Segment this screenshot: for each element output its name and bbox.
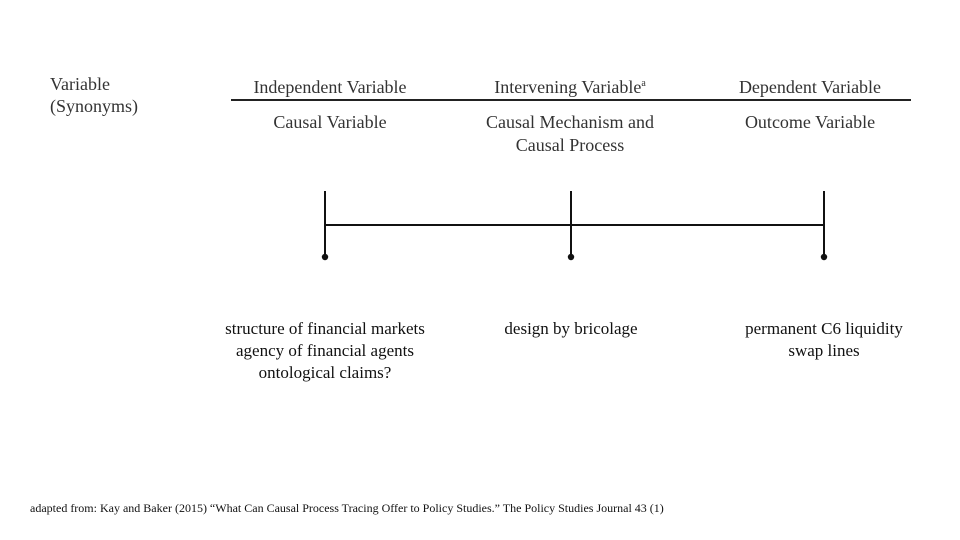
column-intervening-variable: Intervening Variablea Causal Mechanism a…	[460, 73, 680, 157]
example-line: ontological claims?	[258, 363, 392, 382]
row-label-synonyms: (Synonyms)	[50, 96, 139, 116]
intervening-variable-heading: Intervening Variablea	[494, 77, 646, 97]
row-label: Variable (Synonyms)	[50, 73, 138, 117]
independent-variable-synonyms: Causal Variable	[230, 111, 430, 134]
example-line: permanent C6 liquidity	[745, 319, 903, 338]
example-line: agency of financial agents	[236, 341, 414, 360]
column-dependent-variable: Dependent Variable Outcome Variable	[710, 73, 910, 134]
intervening-variable-node	[567, 253, 575, 261]
example-line: structure of financial markets	[225, 319, 425, 338]
column-independent-variable: Independent Variable Causal Variable	[230, 73, 430, 134]
dependent-variable-synonyms: Outcome Variable	[710, 111, 910, 134]
intervening-variable-synonyms: Causal Mechanism and Causal Process	[460, 111, 680, 157]
dependent-variable-heading: Dependent Variable	[738, 77, 882, 97]
synonym-line: Causal Mechanism and	[486, 112, 654, 132]
example-line: design by bricolage	[504, 319, 638, 338]
synonym-line: Causal Process	[515, 135, 625, 155]
synonym-line: Outcome Variable	[744, 112, 876, 132]
dependent-variable-node	[820, 253, 828, 261]
row-label-variable: Variable	[50, 74, 110, 94]
synonym-line: Causal Variable	[273, 112, 387, 132]
independent-variable-heading: Independent Variable	[253, 77, 407, 97]
header-divider-rule	[231, 99, 911, 101]
example-line: swap lines	[788, 341, 860, 360]
dependent-variable-examples: permanent C6 liquidity swap lines	[714, 318, 934, 362]
independent-variable-node	[321, 253, 329, 261]
intervening-variable-examples: design by bricolage	[466, 318, 676, 340]
source-citation: adapted from: Kay and Baker (2015) “What…	[30, 501, 664, 515]
footnote-marker: a	[641, 78, 646, 89]
independent-variable-examples: structure of financial markets agency of…	[200, 318, 450, 384]
